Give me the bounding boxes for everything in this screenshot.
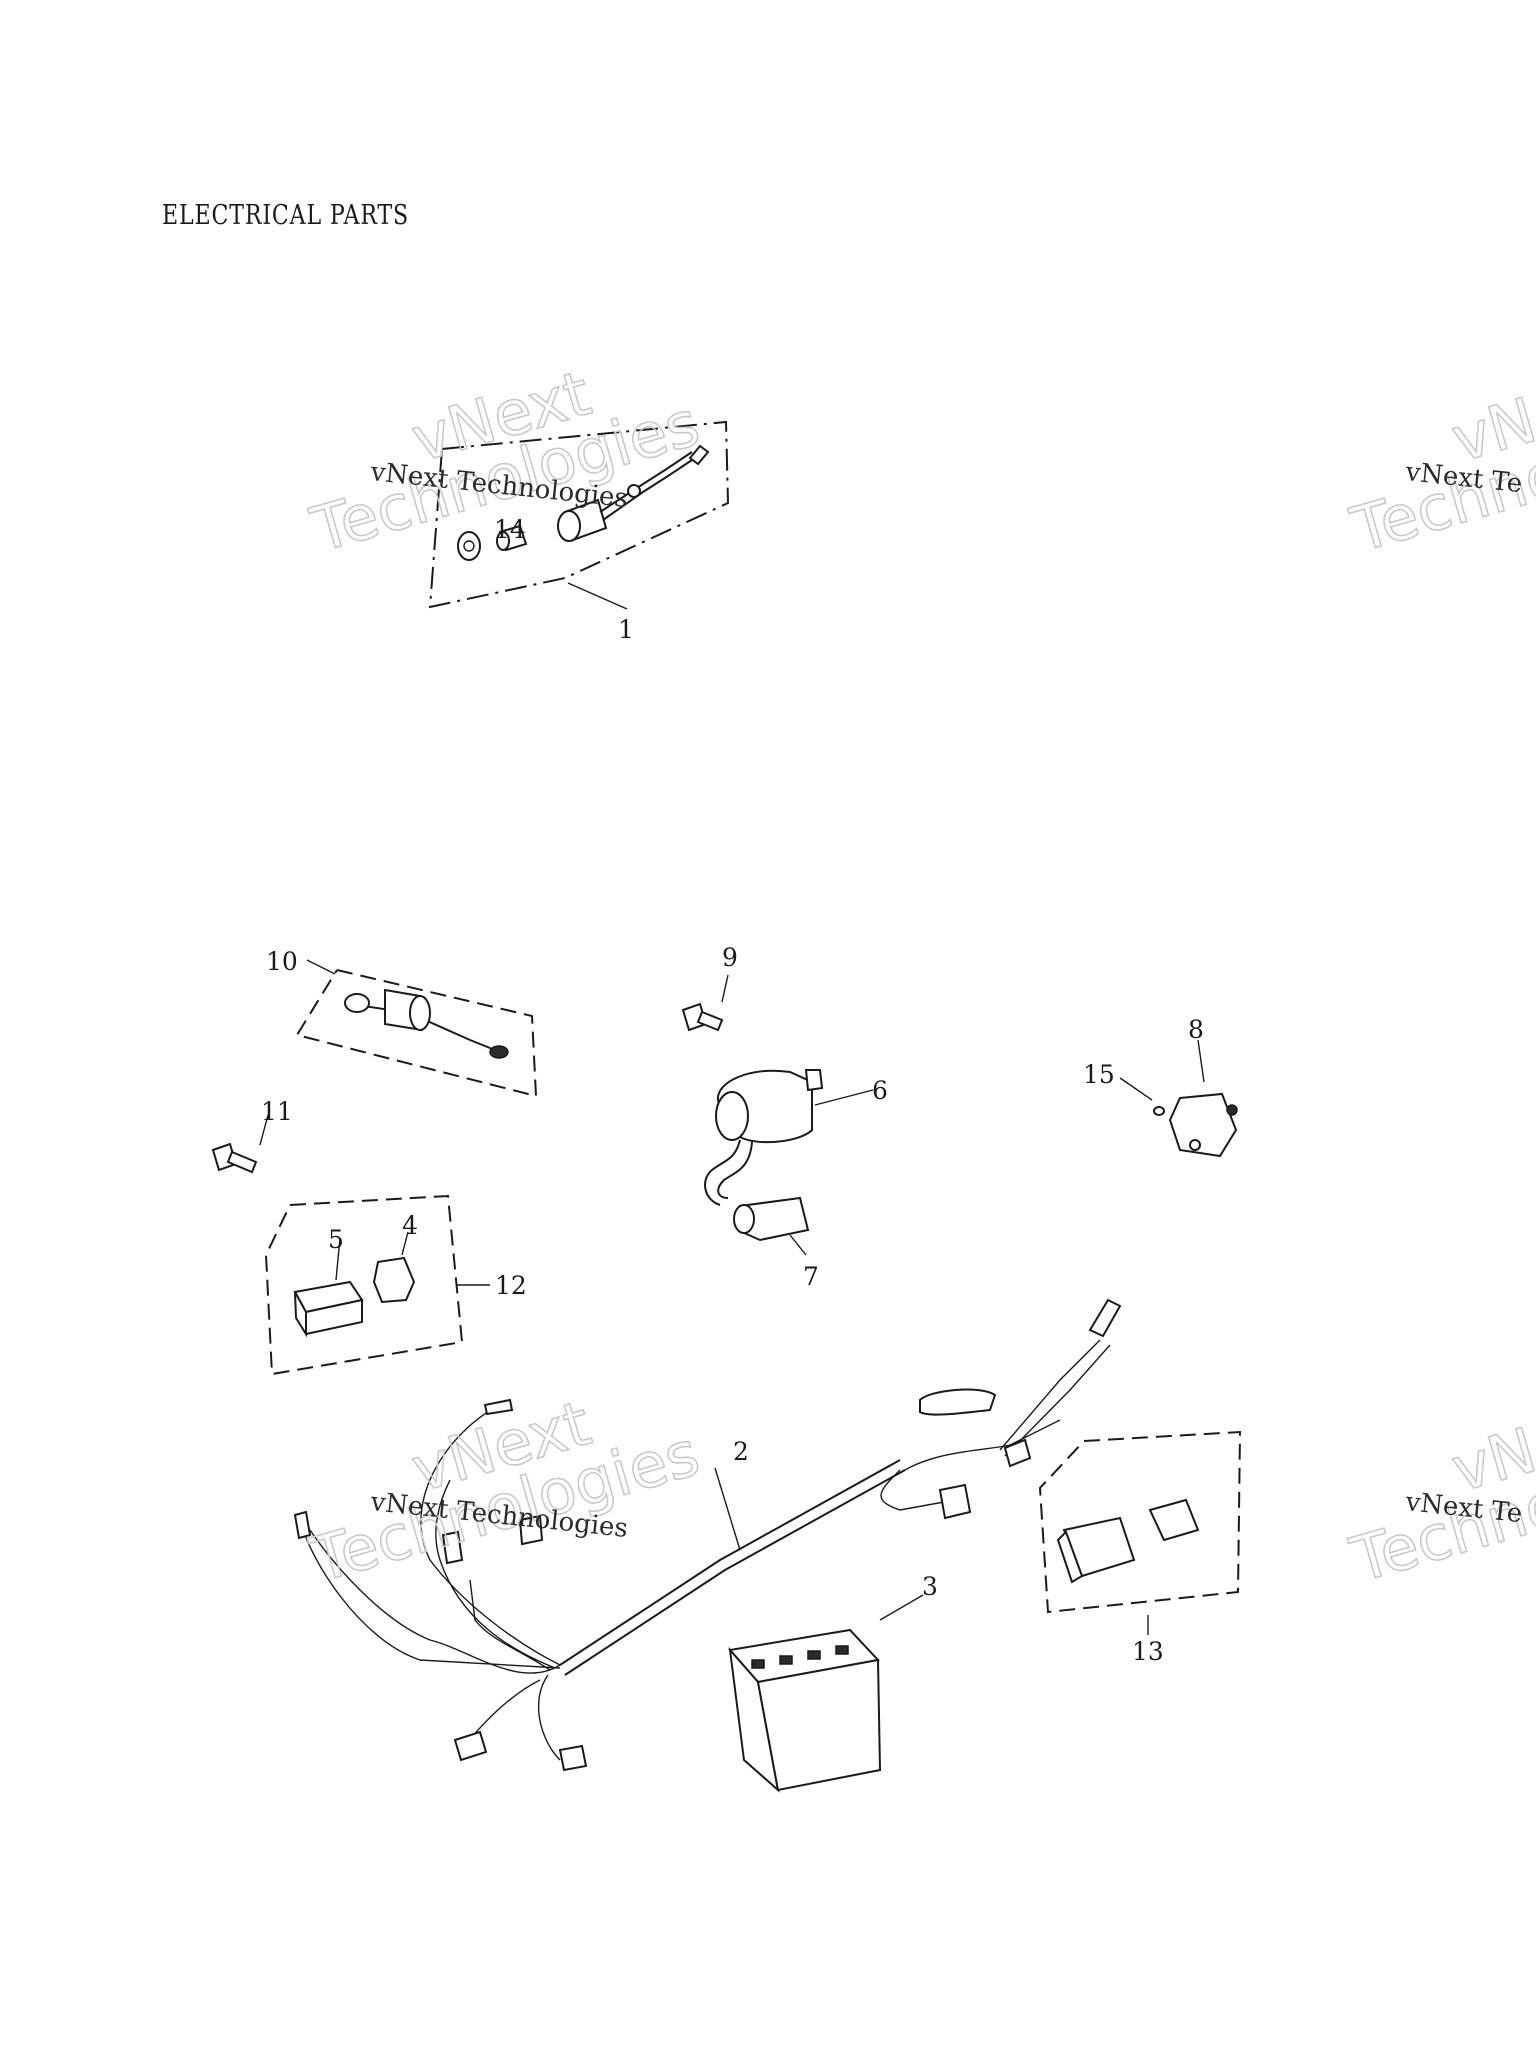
part-7-plug-cap: 7 (733, 1196, 819, 1291)
part-4-relay: 4 (372, 1211, 418, 1304)
callout-10: 10 (266, 947, 298, 976)
part-8-relay: 8 (1168, 1015, 1238, 1158)
watermark-bottom-right: vNe Techno vNext Te (1342, 1402, 1536, 1597)
callout-15: 15 (1083, 1060, 1115, 1089)
part-6-ignition-coil: 6 (704, 1069, 888, 1206)
callout-5: 5 (328, 1225, 344, 1254)
page-title: ELECTRICAL PARTS (162, 200, 410, 231)
watermark-partial-word: Techno (1343, 1467, 1536, 1597)
callout-11: 11 (261, 1097, 293, 1126)
part-11-bolt: 11 (211, 1097, 293, 1174)
callout-9: 9 (722, 943, 738, 972)
part-1-ignition-switch-group: 1 14 (428, 420, 730, 644)
part-10-switch-group: 10 (266, 947, 538, 1098)
callout-14: 14 (494, 515, 526, 544)
watermark-partial-word: Techno (1343, 437, 1536, 567)
part-5-regulator: 5 (293, 1225, 364, 1338)
part-12-group: 5 4 12 (264, 1194, 527, 1376)
part-15-clip: 15 (1083, 1060, 1165, 1116)
leader-1 (567, 582, 628, 610)
watermark-bottom-left: vNext Technologies vNext Technologies (302, 1386, 708, 1598)
part-14-key (496, 524, 528, 552)
part-1-switch-body (557, 444, 710, 542)
part-9-bolt: 9 (681, 943, 738, 1032)
part-13-switch-left (1056, 1516, 1136, 1584)
part-3-battery: 3 (728, 1572, 938, 1793)
part-nut (457, 531, 481, 561)
callout-7: 7 (803, 1262, 819, 1291)
callout-2: 2 (733, 1437, 749, 1466)
callout-1: 1 (618, 615, 634, 644)
callout-8: 8 (1188, 1015, 1204, 1044)
watermark-top-right: vNe Techno vNext Te (1342, 372, 1536, 567)
part-13-switch-right (1148, 1498, 1200, 1542)
part-2-wiring-harness: 2 (293, 1298, 1122, 1772)
callout-12: 12 (495, 1271, 527, 1300)
callout-3: 3 (922, 1572, 938, 1601)
callout-13: 13 (1132, 1637, 1164, 1666)
callout-4: 4 (402, 1211, 418, 1240)
part-13-group: 13 (1038, 1430, 1242, 1666)
callout-6: 6 (872, 1076, 888, 1105)
